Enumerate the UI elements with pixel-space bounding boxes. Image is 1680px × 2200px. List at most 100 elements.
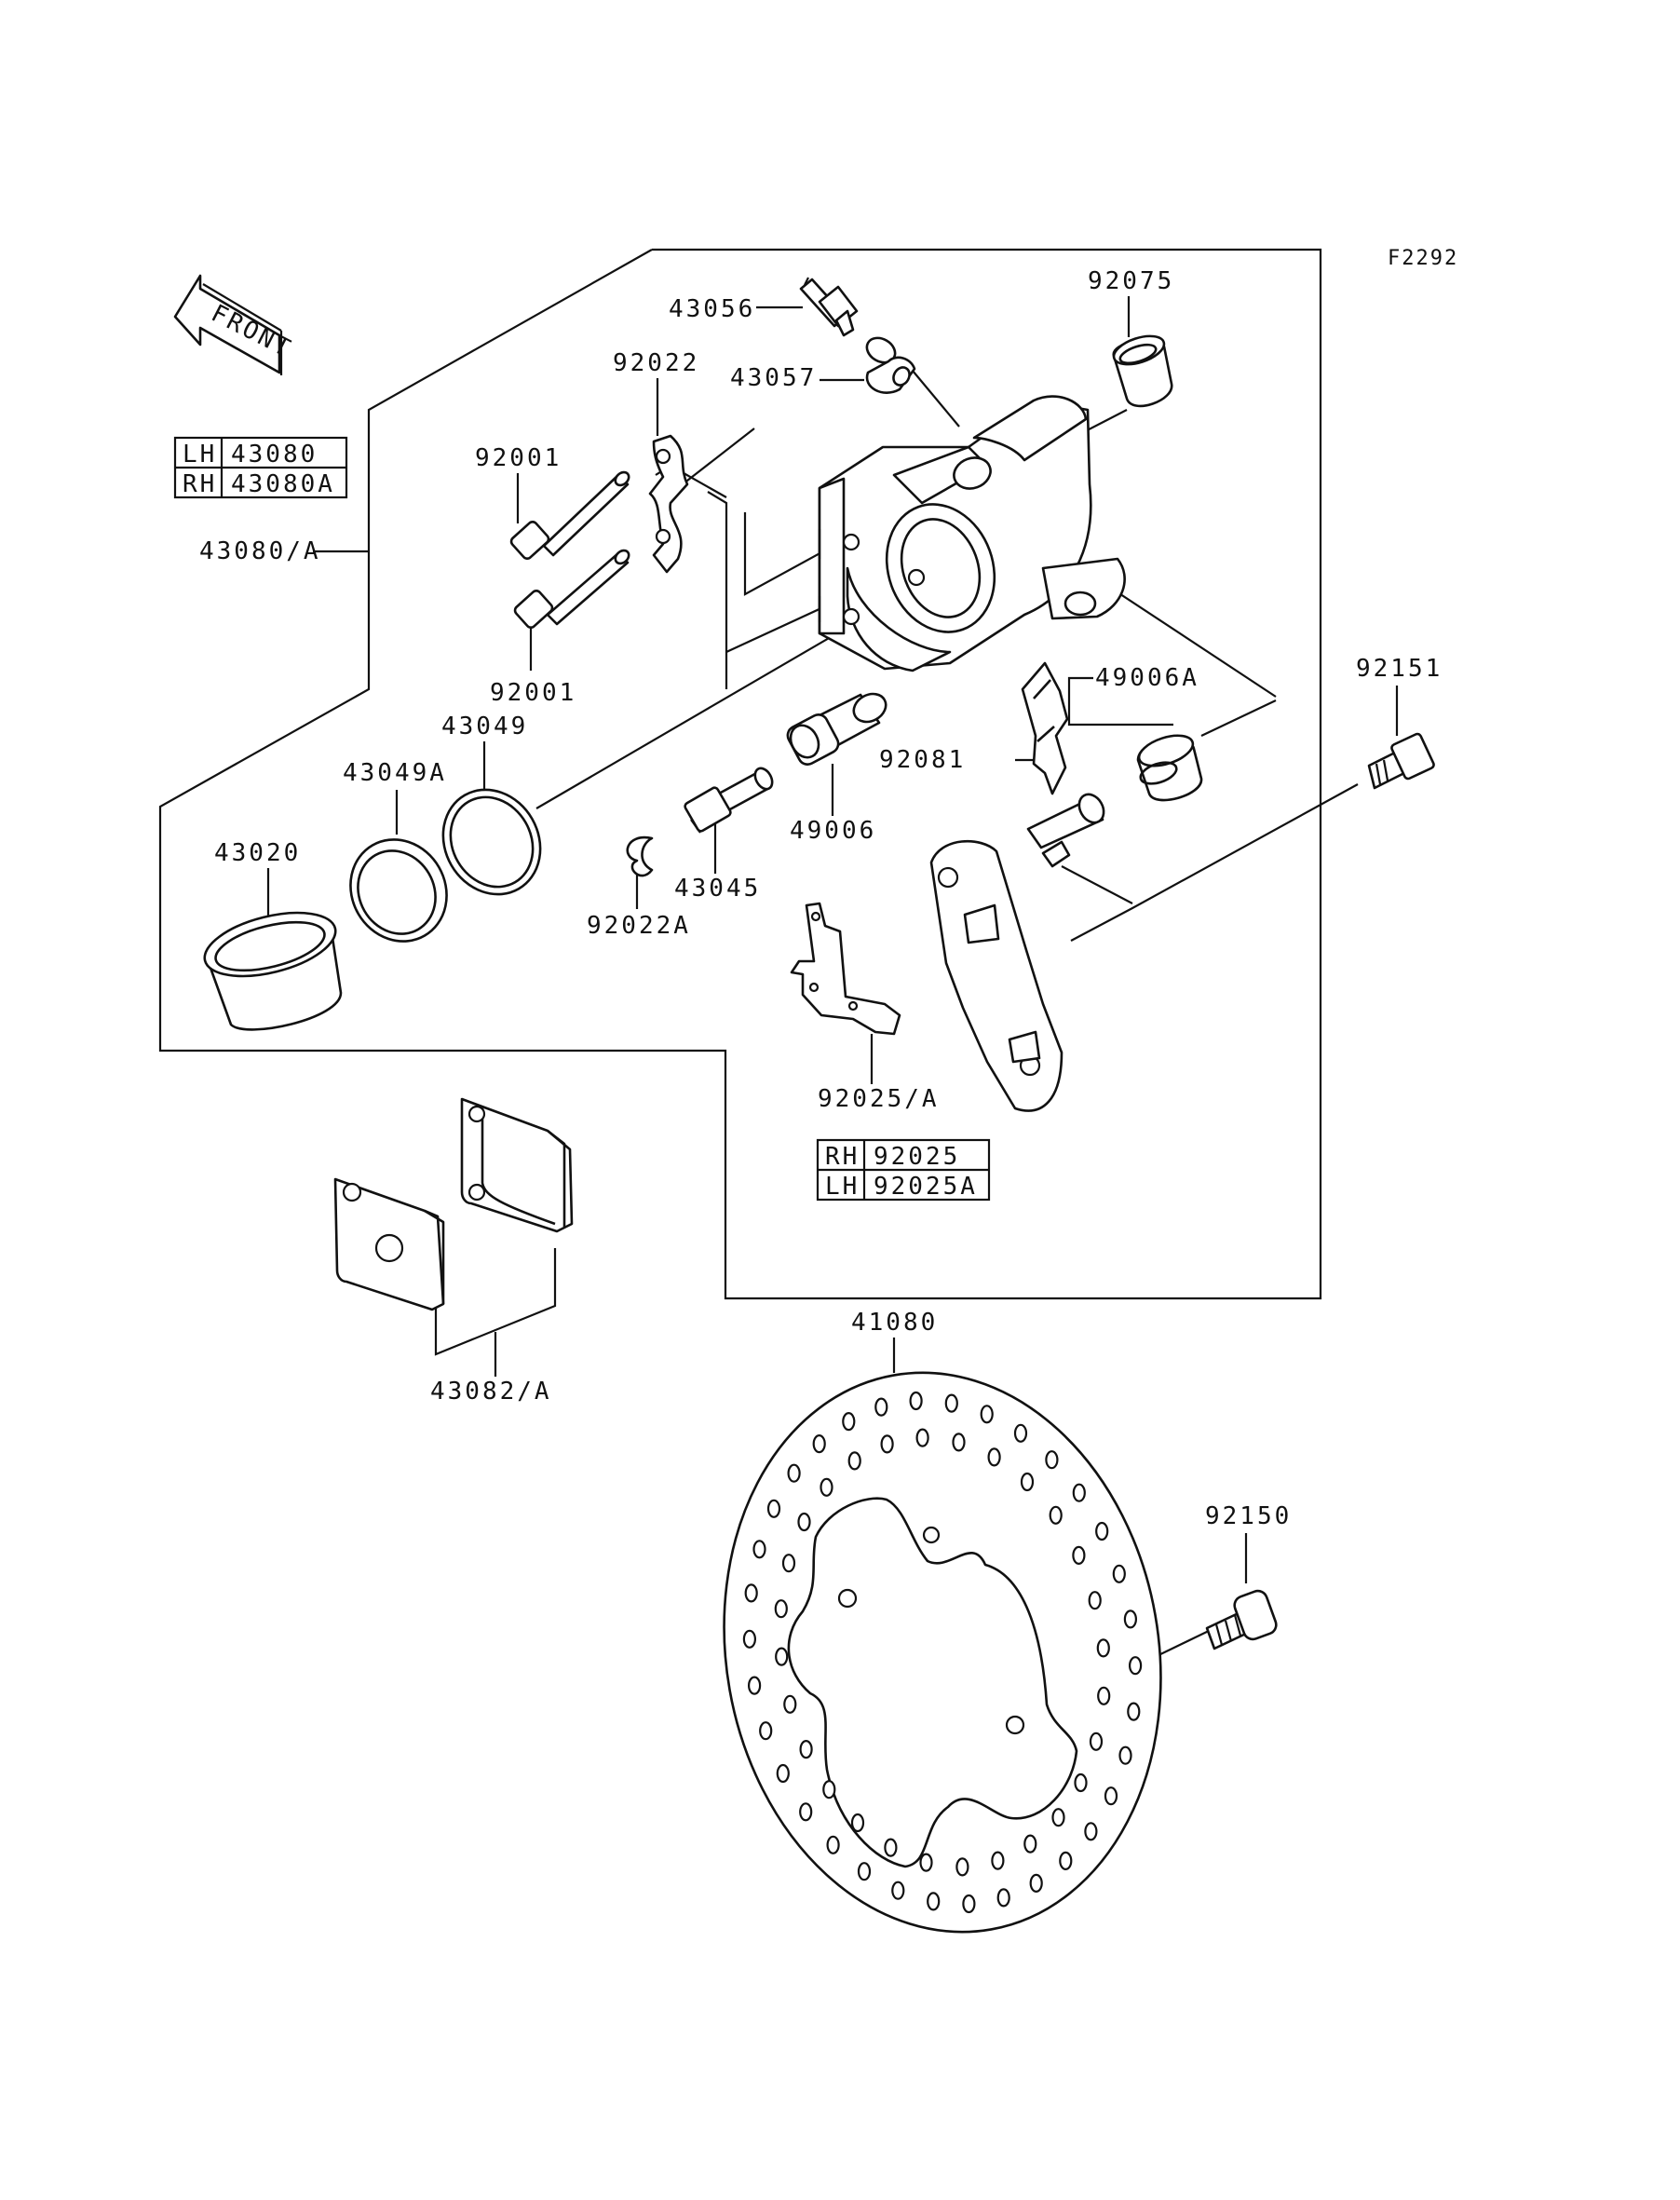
disc-vent-hole — [1084, 1822, 1098, 1841]
disc-vent-hole — [850, 1813, 865, 1833]
brake-pad-43082-rear — [460, 1097, 574, 1233]
disc-vent-hole — [996, 1888, 1010, 1908]
pad-pin-92001-top — [509, 470, 630, 561]
caliper-table-side-lh: LH — [183, 441, 217, 469]
disc-vent-hole — [919, 1853, 933, 1872]
disc-vent-hole — [1088, 1591, 1102, 1610]
caliper-table-side-rh: RH — [183, 470, 217, 498]
caliper-table-part-rh: 43080A — [231, 470, 335, 498]
disc-vent-hole — [752, 1540, 766, 1559]
pad-bracket-plate-92025 — [790, 902, 901, 1036]
label-92081: 92081 — [879, 746, 966, 774]
disc-vent-hole — [775, 1647, 789, 1666]
disc-vent-hole — [842, 1411, 856, 1432]
disc-vent-hole — [1127, 1702, 1141, 1721]
label-43049a: 43049A — [343, 759, 447, 787]
boot-49006a — [1136, 734, 1203, 802]
label-92001-bottom: 92001 — [490, 679, 576, 707]
disc-vent-hole — [799, 1802, 813, 1822]
label-43049: 43049 — [441, 713, 528, 740]
brake-pad-43082-front — [333, 1177, 445, 1311]
label-43020: 43020 — [214, 839, 301, 867]
disc-vent-hole — [822, 1780, 836, 1799]
disc-vent-hole — [847, 1451, 861, 1471]
bleeder-cap-43057 — [865, 336, 916, 394]
disc-vent-hole — [1104, 1786, 1118, 1806]
piston-seal-43049 — [441, 788, 542, 896]
bracket-table-part-rh: 92025 — [874, 1143, 960, 1171]
disc-vent-hole — [1029, 1873, 1043, 1894]
pad-spring-plate-92022 — [648, 434, 689, 574]
disc-vent-hole — [927, 1892, 941, 1911]
disc-vent-hole — [944, 1393, 958, 1413]
bracket-table-side-lh: LH — [825, 1173, 860, 1201]
disc-vent-hole — [759, 1721, 773, 1741]
label-43057: 43057 — [730, 364, 817, 392]
label-43080a: 43080/A — [199, 537, 321, 565]
disc-vent-hole — [742, 1629, 757, 1649]
caliper-table: LH 43080 RH 43080A — [173, 436, 348, 499]
brake-disc-41080 — [723, 1371, 1162, 1934]
disc-vent-hole — [826, 1835, 840, 1854]
disc-vent-holes — [742, 1391, 1143, 1914]
disc-vent-hole — [820, 1477, 833, 1497]
label-92001-top: 92001 — [475, 444, 562, 472]
bolt-92150 — [1205, 1589, 1278, 1650]
disc-vent-hole — [962, 1894, 976, 1914]
label-49006: 49006 — [790, 817, 876, 845]
disc-vent-hole — [781, 1554, 796, 1573]
disc-vent-hole — [952, 1433, 966, 1452]
disc-vent-hole — [799, 1739, 813, 1759]
disc-vent-hole — [915, 1428, 929, 1447]
label-49006a: 49006A — [1095, 664, 1199, 692]
disc-vent-hole — [1097, 1686, 1111, 1705]
caliper-table-part-lh: 43080 — [231, 441, 318, 469]
disc-vent-hole — [1074, 1772, 1088, 1793]
disc-vent-hole — [747, 1676, 762, 1695]
disc-vent-hole — [909, 1391, 923, 1411]
disc-vent-hole — [1059, 1851, 1073, 1871]
disc-vent-hole — [874, 1397, 888, 1417]
disc-vent-hole — [1013, 1423, 1028, 1443]
disc-vent-hole — [1072, 1545, 1086, 1566]
bracket-table: RH 92025 LH 92025A — [816, 1138, 991, 1202]
disc-vent-hole — [991, 1851, 1005, 1870]
front-arrow-icon: FRONT — [173, 274, 297, 375]
label-43045: 43045 — [674, 875, 761, 903]
pin-43045 — [684, 767, 774, 834]
disc-vent-hole — [1023, 1834, 1037, 1854]
label-92150: 92150 — [1205, 1502, 1292, 1530]
disc-vent-hole — [884, 1838, 898, 1857]
disc-vent-hole — [880, 1434, 894, 1454]
bracket-table-side-rh: RH — [825, 1143, 860, 1171]
disc-vent-hole — [987, 1447, 1001, 1467]
disc-vent-hole — [797, 1512, 811, 1532]
piston-43020 — [203, 911, 343, 1031]
label-92075: 92075 — [1088, 267, 1174, 295]
caliper-mount-bracket — [929, 793, 1105, 1112]
disc-vent-hole — [1049, 1505, 1063, 1525]
bracket-table-part-lh: 92025A — [874, 1173, 978, 1201]
bush-49006 — [786, 692, 887, 766]
label-43056: 43056 — [669, 295, 755, 323]
disc-vent-hole — [1045, 1450, 1059, 1470]
bolt-92151 — [1367, 732, 1435, 790]
disc-vent-hole — [1072, 1483, 1086, 1502]
disc-vent-hole — [1095, 1521, 1109, 1541]
disc-vent-hole — [1051, 1808, 1065, 1827]
clip-92022a — [626, 835, 654, 877]
pad-set-bracket — [434, 1248, 557, 1356]
disc-vent-hole — [776, 1763, 790, 1784]
figure-code: F2292 — [1388, 247, 1458, 270]
disc-vent-hole — [812, 1433, 826, 1454]
label-43082a: 43082/A — [430, 1378, 552, 1406]
disc-vent-hole — [783, 1694, 797, 1714]
label-92022: 92022 — [613, 349, 699, 377]
dust-seal-43049a — [349, 838, 448, 943]
disc-vent-hole — [1020, 1472, 1035, 1492]
pad-pin-92001-bottom — [513, 549, 630, 630]
pad-spring-92081 — [1021, 661, 1069, 795]
label-41080: 41080 — [851, 1309, 938, 1337]
disc-vent-hole — [744, 1583, 758, 1603]
